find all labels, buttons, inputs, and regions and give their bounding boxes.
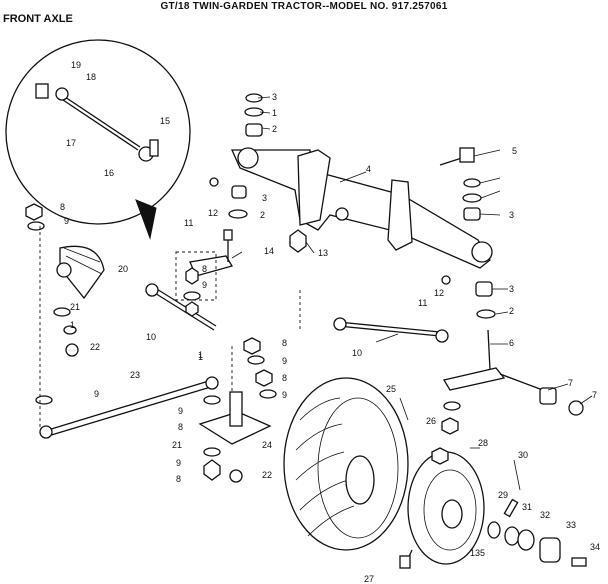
callout: 3 [272, 92, 277, 102]
callout: 9 [202, 280, 207, 290]
tie-rod-left [145, 283, 217, 331]
callout: 8 [282, 338, 287, 348]
callout: 33 [566, 520, 576, 530]
callout: 21 [70, 302, 80, 312]
callout: 3 [509, 210, 514, 220]
callout: 8 [60, 202, 65, 212]
callout: 9 [64, 216, 69, 226]
callout: 25 [386, 384, 396, 394]
callout: 135 [470, 548, 485, 558]
callout: 14 [264, 246, 274, 256]
callout: 13 [318, 248, 328, 258]
spindle-right [442, 329, 584, 416]
callout: 30 [518, 450, 528, 460]
callout: 8 [178, 422, 183, 432]
callout: 22 [262, 470, 272, 480]
callout: 11 [418, 298, 427, 308]
bolt-5 [439, 147, 475, 166]
hardware [25, 203, 461, 435]
spindle-left [175, 229, 233, 301]
callout: 12 [208, 208, 218, 218]
callout: 20 [118, 264, 128, 274]
diagram-title: GT/18 TWIN-GARDEN TRACTOR--MODEL NO. 917… [160, 1, 448, 12]
callout: 27 [364, 574, 374, 584]
hub-hardware [431, 447, 587, 567]
callout: 7 [592, 390, 597, 400]
callout: 19 [71, 60, 81, 70]
callout: 9 [94, 389, 99, 399]
callout: 32 [540, 510, 550, 520]
drag-link [39, 376, 219, 439]
callout: 9 [176, 458, 181, 468]
inset-pointer [135, 199, 157, 240]
callout: 31 [522, 502, 532, 512]
callout: 12 [434, 288, 444, 298]
callout: 1 [198, 352, 203, 362]
callout: 11 [184, 218, 193, 228]
pivot-plate [198, 346, 272, 483]
callout: 3 [262, 193, 267, 203]
callout: 9 [178, 406, 183, 416]
callout: 3 [509, 284, 514, 294]
callout: 1 [70, 320, 75, 330]
callouts: 19 18 17 15 16 8 9 20 21 1 22 23 9 10 11… [60, 60, 600, 584]
callout: 22 [90, 342, 100, 352]
callout: 8 [176, 474, 181, 484]
callout: 1 [272, 108, 277, 118]
steering-sector-20 [56, 245, 105, 300]
callout: 23 [130, 370, 140, 380]
callout: 24 [262, 440, 272, 450]
callout: 15 [160, 116, 170, 126]
callout: 10 [352, 348, 362, 358]
axle-beam [230, 147, 493, 269]
callout: 2 [272, 124, 277, 134]
callout: 9 [282, 356, 287, 366]
detail-inset [5, 39, 191, 240]
callout: 18 [86, 72, 96, 82]
callout: 7 [568, 378, 573, 388]
callout: 8 [202, 264, 207, 274]
callout: 2 [509, 306, 514, 316]
callout: 29 [498, 490, 508, 500]
leader-lines [231, 96, 593, 491]
callout: 9 [282, 390, 287, 400]
callout: 5 [512, 146, 517, 156]
callout: 34 [590, 542, 600, 552]
callout: 10 [146, 332, 156, 342]
callout: 2 [260, 210, 265, 220]
callout: 26 [426, 416, 436, 426]
callout: 28 [478, 438, 488, 448]
callout: 6 [509, 338, 514, 348]
callout: 16 [104, 168, 114, 178]
callout: 21 [172, 440, 182, 450]
callout: 8 [282, 373, 287, 383]
diagram-subtitle: FRONT AXLE [3, 13, 73, 25]
tire [283, 377, 409, 551]
tie-rod-right [333, 317, 449, 343]
callout: 4 [366, 164, 371, 174]
callout: 1 [198, 350, 203, 360]
spacer-stack-right [441, 178, 496, 319]
callout: 17 [66, 138, 76, 148]
